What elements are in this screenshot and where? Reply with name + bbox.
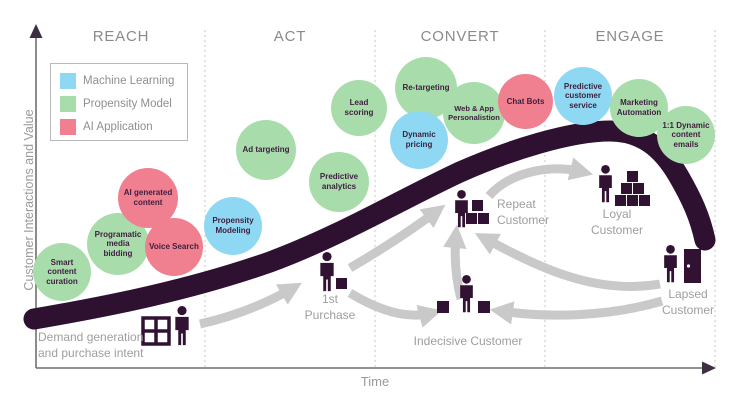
parcel-icon bbox=[466, 213, 477, 224]
start-note: Demand generation and purchase intent bbox=[38, 330, 144, 360]
person-icon-loyal bbox=[599, 165, 612, 203]
parcel-icon bbox=[478, 213, 489, 224]
persona-label-first-purchase: 1st Purchase bbox=[304, 292, 356, 322]
persona-label-indecisive: Indecisive Customer bbox=[413, 334, 523, 348]
legend-item-ai-application: AI Application bbox=[60, 118, 187, 135]
bubble-dynamic-pricing: Dynamic pricing bbox=[390, 111, 448, 169]
persona-label-loyal: Loyal Customer bbox=[590, 207, 643, 237]
person-icon-lapsed bbox=[664, 245, 677, 283]
bubble-smart-content-curation: Smart content curation bbox=[33, 243, 91, 301]
legend-item-machine-learning: Machine Learning bbox=[60, 72, 187, 89]
pictograms bbox=[141, 165, 701, 346]
door-icon bbox=[684, 249, 701, 283]
parcel-icon bbox=[437, 301, 449, 313]
stage-header-act: ACT bbox=[273, 28, 307, 45]
x-axis-label: Time bbox=[360, 374, 390, 389]
stage-header-engage: ENGAGE bbox=[595, 28, 665, 45]
flow-arrow-lapsed-to-indecisive bbox=[489, 296, 664, 325]
stage-header-reach: REACH bbox=[92, 28, 150, 45]
person-icon-first-purchase bbox=[320, 252, 334, 292]
legend-swatch-ai-application bbox=[60, 118, 76, 135]
flow-arrow-demand-to-first-purchase bbox=[198, 282, 302, 329]
x-axis bbox=[36, 361, 716, 375]
y-axis-arrow-icon bbox=[29, 24, 43, 38]
bubble-1-1-dynamic-content-emails: 1:1 Dynamic content emails bbox=[657, 106, 715, 164]
flow-arrow-repeat-to-loyal bbox=[485, 157, 594, 200]
parcel-icon bbox=[627, 171, 638, 182]
bubble-lead-scoring: Lead scoring bbox=[331, 80, 387, 136]
window-icon bbox=[141, 316, 171, 346]
parcel-icon bbox=[639, 195, 650, 206]
flow-arrow-indecisive-to-repeat bbox=[443, 224, 467, 301]
flow-arrow-lapsed-to-repeat bbox=[474, 233, 661, 291]
person-icon-indecisive bbox=[460, 275, 473, 313]
legend: Machine Learning Propensity Model AI App… bbox=[50, 63, 188, 141]
parcel-icon bbox=[615, 195, 626, 206]
parcel-icon bbox=[627, 195, 638, 206]
parcel-icon bbox=[633, 183, 644, 194]
legend-label: Machine Learning bbox=[83, 74, 175, 87]
persona-label-repeat: Repeat Customer bbox=[497, 197, 550, 227]
bubble-predictive-analytics: Predictive analytics bbox=[309, 152, 369, 212]
legend-item-propensity-model: Propensity Model bbox=[60, 95, 187, 112]
legend-label: Propensity Model bbox=[83, 97, 172, 110]
person-icon-repeat bbox=[455, 190, 468, 228]
bubble-web-app-personalistion: Web & App Personalistion bbox=[443, 82, 505, 144]
parcel-icon bbox=[478, 301, 490, 313]
bubble-predictive-customer-service: Predictive customer service bbox=[554, 67, 612, 125]
flow-arrow-first-purchase-to-indecisive bbox=[347, 289, 443, 328]
persona-label-lapsed: Lapsed Customer bbox=[661, 287, 714, 317]
legend-swatch-propensity-model bbox=[60, 95, 76, 112]
legend-swatch-machine-learning bbox=[60, 72, 76, 89]
flow-arrows bbox=[198, 157, 664, 329]
legend-label: AI Application bbox=[83, 120, 153, 133]
parcel-icon bbox=[621, 183, 632, 194]
parcel-icon bbox=[336, 278, 347, 289]
bubble-chat-bots: Chat Bots bbox=[498, 74, 553, 129]
person-icon-demand bbox=[175, 306, 189, 346]
bubble-propensity-modeling: Propensity Modeling bbox=[204, 197, 262, 255]
stage-header-convert: CONVERT bbox=[420, 28, 500, 45]
journey-curve bbox=[23, 120, 716, 330]
bubble-ad-targeting: Ad targeting bbox=[236, 120, 296, 180]
parcel-icon bbox=[472, 200, 483, 211]
flow-arrow-first-purchase-to-repeat bbox=[347, 204, 446, 272]
bubble-voice-search: Voice Search bbox=[145, 218, 203, 276]
x-axis-arrow-icon bbox=[702, 361, 716, 375]
